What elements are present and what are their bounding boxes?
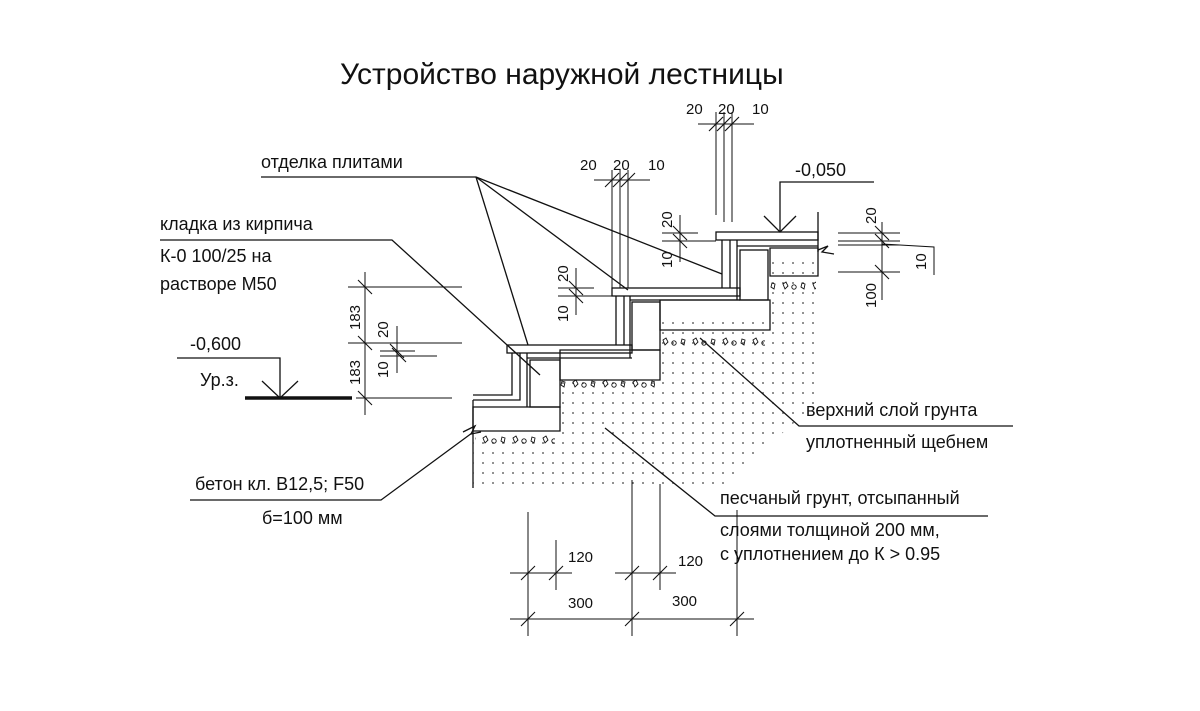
label-tile-finish: отделка плитами [261, 152, 403, 172]
right-dim-100: 100 [863, 283, 880, 308]
top-level-marker: -0,050 [763, 160, 874, 233]
break-marks [462, 245, 835, 435]
top-dim-b-1: 20 [580, 157, 597, 174]
label-sand-2: слоями толщиной 200 мм, [720, 520, 940, 540]
top-dim-b-3: 10 [648, 157, 665, 174]
top-dims-step2: 20 20 10 [580, 157, 665, 288]
label-top-soil: верхний слой грунта [806, 400, 978, 420]
label-brick-spec-1: К-0 100/25 на [160, 246, 272, 266]
label-concrete-thickness: б=100 мм [262, 508, 343, 528]
callout-sand: песчаный грунт, отсыпанный слоями толщин… [604, 427, 988, 564]
label-brick-spec-2: растворе М50 [160, 274, 277, 294]
ground-level-value: -0,600 [190, 334, 241, 354]
riser-dim-2: 183 [347, 360, 364, 385]
label-sand-1: песчаный грунт, отсыпанный [720, 488, 960, 508]
bottom-dim-120-a: 120 [568, 549, 593, 566]
right-dimensions: 20 10 100 [838, 207, 935, 308]
callout-concrete: бетон кл. В12,5; F50 б=100 мм [190, 432, 473, 528]
top-dims-landing: 20 20 10 [686, 101, 769, 222]
tile-dim-10-step2: 10 [555, 305, 572, 322]
tile-dim-10-left: 10 [375, 361, 392, 378]
step3-tile-dimensions: 20 10 [659, 211, 716, 268]
top-dim-a-3: 10 [752, 101, 769, 118]
tile-dim-10-step3: 10 [659, 251, 676, 268]
bottom-dim-300-b: 300 [672, 593, 697, 610]
label-brick-masonry: кладка из кирпича [160, 214, 314, 234]
bottom-dim-120-b: 120 [678, 553, 703, 570]
top-dim-a-1: 20 [686, 101, 703, 118]
label-sand-3: с уплотнением до К > 0.95 [720, 544, 940, 564]
top-level-value: -0,050 [795, 160, 846, 180]
tile-dim-20-step2: 20 [555, 265, 572, 282]
drawing-title: Устройство наружной лестницы [340, 58, 784, 91]
riser-dim-1: 183 [347, 305, 364, 330]
step2-tile-dimensions: 20 10 [555, 265, 612, 322]
brick-masonry [529, 249, 769, 408]
top-dim-b-2: 20 [613, 157, 630, 174]
right-dim-20: 20 [863, 207, 880, 224]
ground-level-label: Ур.з. [200, 370, 239, 390]
callout-top-soil: верхний слой грунта уплотненный щебнем [699, 337, 1013, 452]
top-dim-a-2: 20 [718, 101, 735, 118]
riser-dimensions: 183 183 20 10 [347, 272, 462, 415]
tile-dim-20-step3: 20 [659, 211, 676, 228]
label-concrete: бетон кл. В12,5; F50 [195, 474, 364, 494]
right-dim-10: 10 [913, 253, 930, 270]
bottom-dimensions: 120 120 300 300 [510, 480, 754, 636]
tile-finish [473, 212, 819, 407]
callout-tile-finish: отделка плитами [261, 152, 723, 346]
tile-dim-20-left: 20 [375, 321, 392, 338]
bottom-dim-300-a: 300 [568, 595, 593, 612]
callout-brick: кладка из кирпича К-0 100/25 на растворе… [160, 214, 541, 376]
ground-level-marker: -0,600 Ур.з. [177, 334, 352, 400]
label-gravel: уплотненный щебнем [806, 432, 988, 452]
